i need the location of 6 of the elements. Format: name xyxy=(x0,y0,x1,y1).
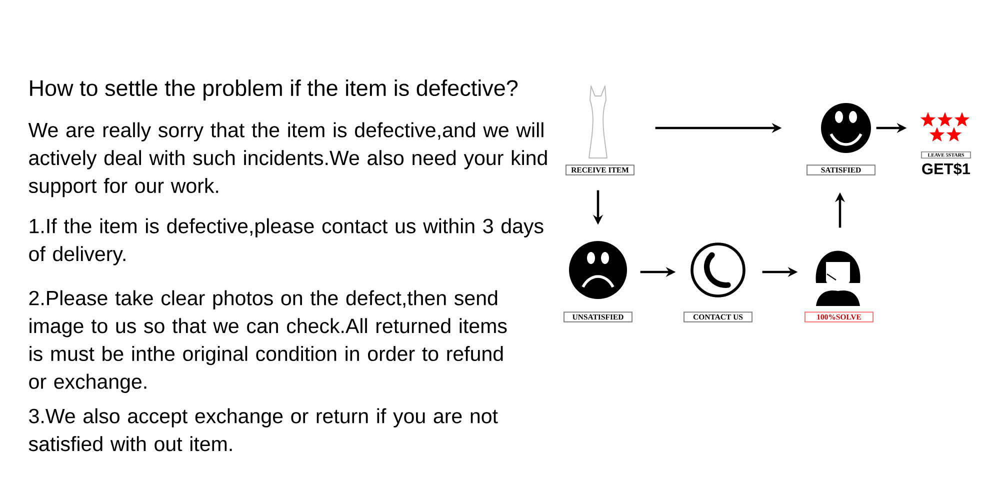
reward-text: GET$1 xyxy=(922,162,970,176)
heading: How to settle the problem if the item is defective? xyxy=(30,80,518,100)
paragraph: 2.Please take clear photos on the defect,then send image to us so that we can check.All returned items is must be inthe original condition in order to refund or exchange. xyxy=(29,290,507,393)
paragraph: 3.We also accept exchange or return if you are not satisfied with out item. xyxy=(28,408,498,452)
paragraph: We are really sorry that the item is defective,and we will actively deal with such incidents.We also need your kind support for our work. xyxy=(28,122,547,198)
paragraph: 1.If the item is defective,please contact us within 3 days of delivery. xyxy=(29,218,544,266)
